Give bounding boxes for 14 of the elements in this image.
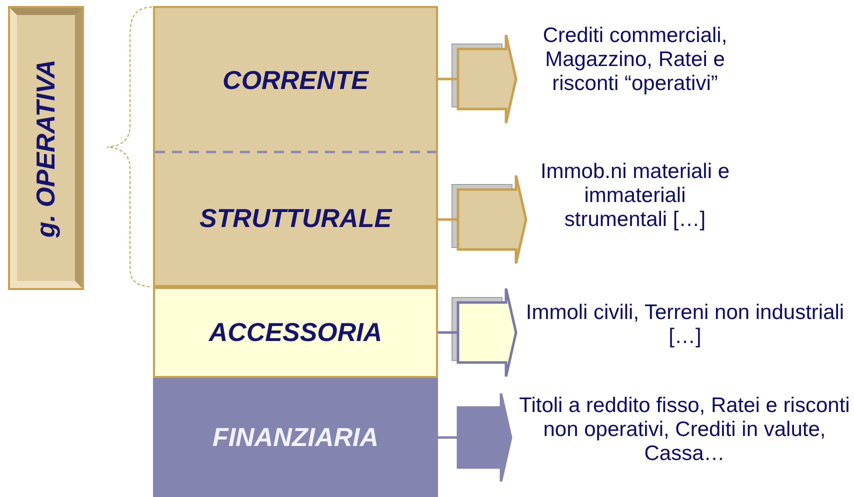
- description-text: Immob.ni materiali e immateriali strumentali […]: [539, 160, 731, 232]
- band-label: CORRENTE: [222, 64, 368, 96]
- band-label: ACCESSORIA: [208, 317, 382, 348]
- band-label: STRUTTURALE: [199, 203, 392, 234]
- description-text: Crediti commerciali, Magazzino, Ratei e risconti “operativi”: [542, 24, 728, 96]
- label-bar: [10, 8, 82, 288]
- category-band: [153, 6, 438, 152]
- description-text: Titoli a reddito fisso, Ratei e risconti non operativi, Crediti in valute, Cassa…: [518, 394, 851, 466]
- category-band: [153, 152, 438, 287]
- category-band: [153, 287, 438, 378]
- category-band: [153, 378, 438, 497]
- description-text: Immoli civili, Terreni non industriali […]: [524, 300, 846, 350]
- vertical-label: g. OPERATIVA: [30, 58, 62, 238]
- band-label: FINANZIARIA: [212, 422, 379, 453]
